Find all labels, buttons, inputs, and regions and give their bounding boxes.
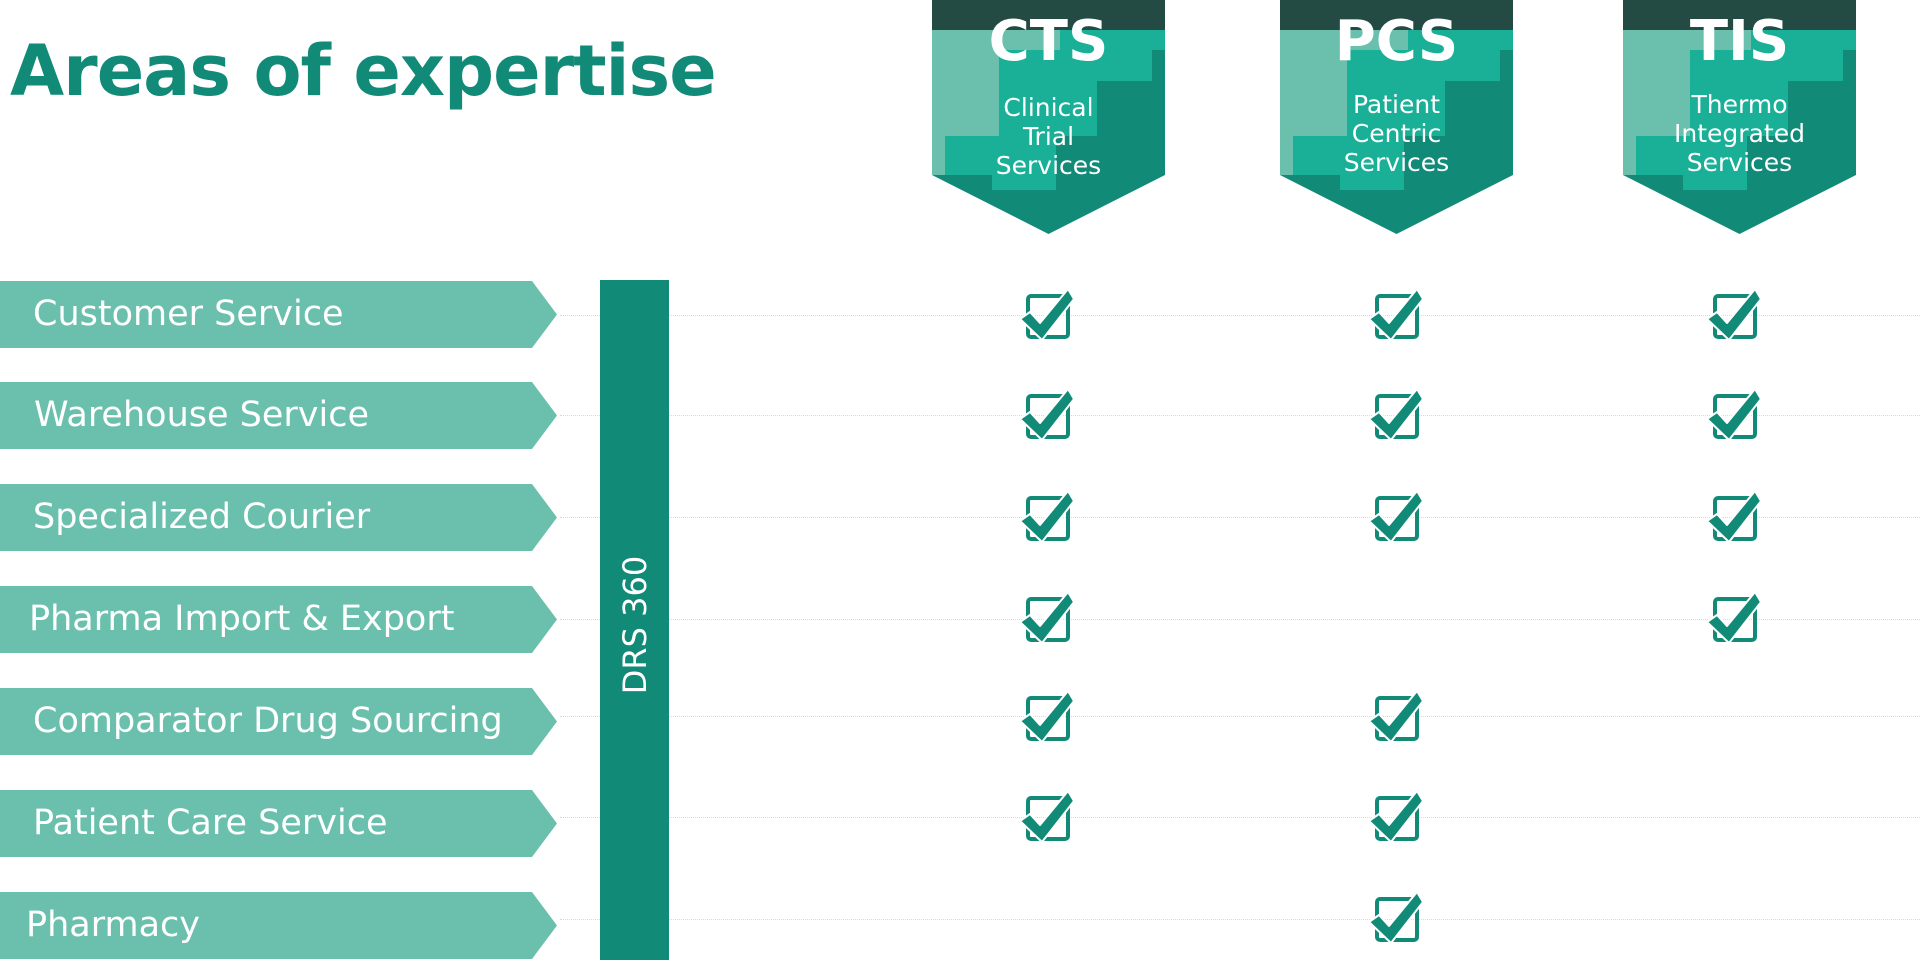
row-divider [560, 415, 1920, 416]
checkmark-box-icon [1368, 490, 1424, 543]
checkmark-box-icon [1368, 690, 1424, 743]
badge-name-line: Services [995, 151, 1102, 180]
badge-name-line: Thermo [1691, 90, 1788, 119]
drs-360-bar: DRS 360 [600, 280, 669, 960]
row-divider [560, 517, 1920, 518]
checkmark-box-icon [1368, 891, 1424, 944]
row-divider [560, 817, 1920, 818]
row-label-text: Warehouse Service [34, 395, 369, 435]
badge-name-line: Integrated [1674, 119, 1805, 148]
row-label-pharmacy: Pharmacy [0, 892, 557, 959]
badge-name-line: Patient [1352, 90, 1441, 119]
badge-name-line: Services [1343, 148, 1450, 177]
checkmark-box-icon [1019, 690, 1075, 743]
badge-code: CTS [988, 9, 1109, 74]
row-label-text: Comparator Drug Sourcing [33, 701, 503, 741]
row-label-specialized-courier: Specialized Courier [0, 484, 557, 551]
row-label-warehouse-service: Warehouse Service [0, 382, 557, 449]
checkmark-box-icon [1019, 591, 1075, 644]
page-title: Areas of expertise [10, 30, 717, 112]
checkmark-box-icon [1368, 388, 1424, 441]
row-divider [560, 315, 1920, 316]
badge-name-line: Centric [1351, 119, 1442, 148]
checkmark-box-icon [1706, 591, 1762, 644]
badge-shield-shape [932, 0, 1165, 234]
badge-shield-shape [1280, 0, 1513, 234]
badge-name-line: Trial [1022, 122, 1075, 151]
row-label-patient-care-service: Patient Care Service [0, 790, 557, 857]
badge-name: Thermo Integrated Services [1623, 90, 1856, 177]
row-label-comparator-drug-sourcing: Comparator Drug Sourcing [0, 688, 557, 755]
checkmark-box-icon [1019, 790, 1075, 843]
badge-code: TIS [1689, 9, 1790, 74]
row-divider [560, 716, 1920, 717]
row-label-text: Specialized Courier [33, 497, 371, 537]
checkmark-box-icon [1368, 790, 1424, 843]
drs-360-label: DRS 360 [615, 555, 654, 695]
badge-shield-shape [1623, 0, 1856, 234]
row-divider [560, 619, 1920, 620]
badge-name-line: Clinical [1003, 93, 1094, 122]
badge-tis: TIS Thermo Integrated Services [1623, 0, 1856, 234]
badge-name-line: Services [1686, 148, 1793, 177]
badge-name: Clinical Trial Services [932, 93, 1165, 180]
row-label-text: Customer Service [33, 294, 344, 334]
checkmark-box-icon [1019, 388, 1075, 441]
badge-name: Patient Centric Services [1280, 90, 1513, 177]
badge-pcs: PCS Patient Centric Services [1280, 0, 1513, 234]
checkmark-box-icon [1706, 490, 1762, 543]
checkmark-box-icon [1019, 490, 1075, 543]
row-label-text: Patient Care Service [33, 803, 388, 843]
row-divider [560, 919, 1920, 920]
checkmark-box-icon [1368, 288, 1424, 341]
badge-cts: CTS Clinical Trial Services [932, 0, 1165, 234]
checkmark-box-icon [1019, 288, 1075, 341]
row-label-text: Pharmacy [26, 905, 201, 945]
badge-code: PCS [1334, 9, 1459, 74]
row-label-text: Pharma Import & Export [29, 599, 455, 639]
row-label-customer-service: Customer Service [0, 281, 557, 348]
row-label-pharma-import-export: Pharma Import & Export [0, 586, 557, 653]
checkmark-box-icon [1706, 288, 1762, 341]
checkmark-box-icon [1706, 388, 1762, 441]
